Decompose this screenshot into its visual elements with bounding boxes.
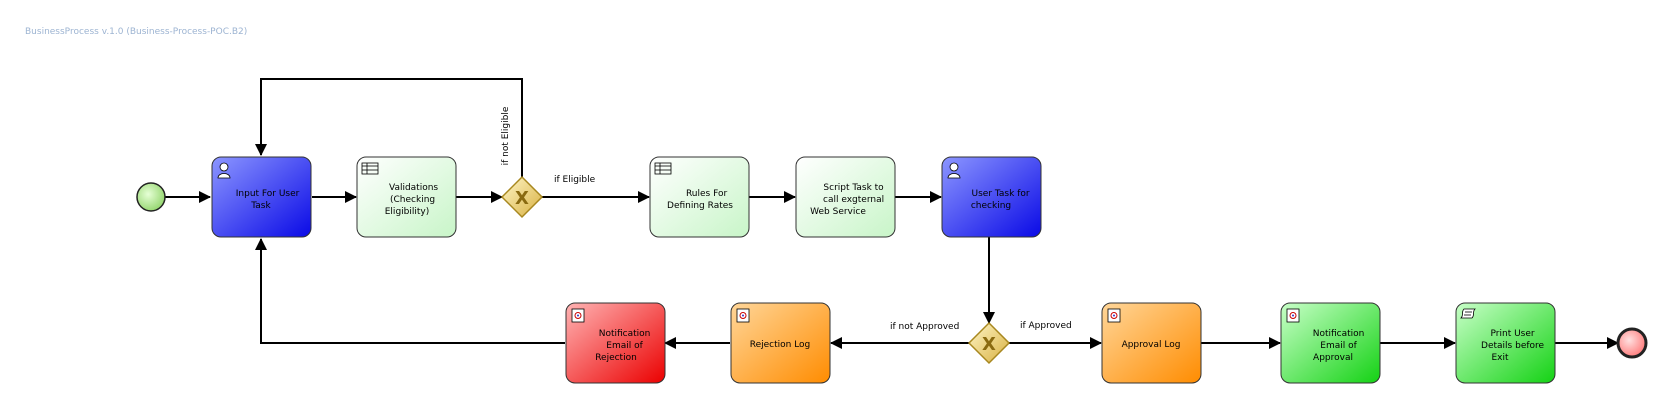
table-icon	[654, 162, 672, 175]
service-icon	[736, 308, 750, 323]
exclusive-gateway-icon: X	[515, 188, 529, 209]
end-event[interactable]	[1616, 327, 1648, 359]
task-script-label: Script Task to call exgternal Web Servic…	[810, 183, 887, 217]
flow-rejection-back-to-input[interactable]	[255, 238, 565, 344]
script-icon	[1460, 308, 1476, 319]
service-icon	[571, 308, 585, 323]
task-notification-approval[interactable]: Notification Email of Approval	[1280, 302, 1381, 384]
task-print-user-label: Print User Details before Exit	[1481, 329, 1547, 363]
task-user-checking-label: User Task for checking	[971, 189, 1033, 211]
user-icon	[217, 162, 231, 179]
process-title: BusinessProcess v.1.0 (Business-Process-…	[25, 27, 248, 37]
flow-gateway-not-eligible[interactable]	[255, 78, 523, 177]
task-approval-log[interactable]: Approval Log	[1101, 302, 1202, 384]
task-user-checking[interactable]: User Task for checking	[941, 156, 1042, 238]
task-print-user[interactable]: Print User Details before Exit	[1455, 302, 1556, 384]
task-rejection-log[interactable]: Rejection Log	[730, 302, 831, 384]
task-rules-rates[interactable]: Rules For Defining Rates	[649, 156, 750, 238]
task-input-user-label: Input For User Task	[236, 189, 302, 211]
label-eligible: if Eligible	[554, 175, 596, 185]
task-notification-rejection[interactable]: Notification Email of Rejection	[565, 302, 666, 384]
task-script-webservice[interactable]: Script Task to call exgternal Web Servic…	[795, 156, 896, 238]
task-input-user[interactable]: Input For User Task	[211, 156, 312, 238]
task-validations[interactable]: Validations (Checking Eligibility)	[356, 156, 457, 238]
task-rejection-log-label: Rejection Log	[750, 340, 811, 350]
label-not-eligible: if not Eligible	[501, 106, 511, 165]
table-icon	[361, 162, 379, 175]
task-validations-label: Validations (Checking Eligibility)	[385, 183, 441, 217]
service-icon	[1107, 308, 1121, 323]
start-event[interactable]	[136, 182, 166, 212]
task-approval-log-label: Approval Log	[1122, 340, 1181, 350]
label-not-approved: if not Approved	[890, 322, 959, 332]
label-approved: if Approved	[1020, 321, 1072, 331]
task-notification-approval-label: Notification Email of Approval	[1313, 329, 1368, 363]
approval-gateway[interactable]: X	[967, 321, 1011, 365]
task-notification-rejection-label: Notification Email of Rejection	[595, 329, 653, 363]
sequence-flows	[158, 78, 1619, 349]
task-rules-rates-label: Rules For Defining Rates	[667, 189, 733, 211]
eligibility-gateway[interactable]: X	[500, 175, 544, 219]
user-icon	[947, 162, 961, 179]
exclusive-gateway-icon: X	[982, 334, 996, 355]
service-icon	[1286, 308, 1300, 323]
